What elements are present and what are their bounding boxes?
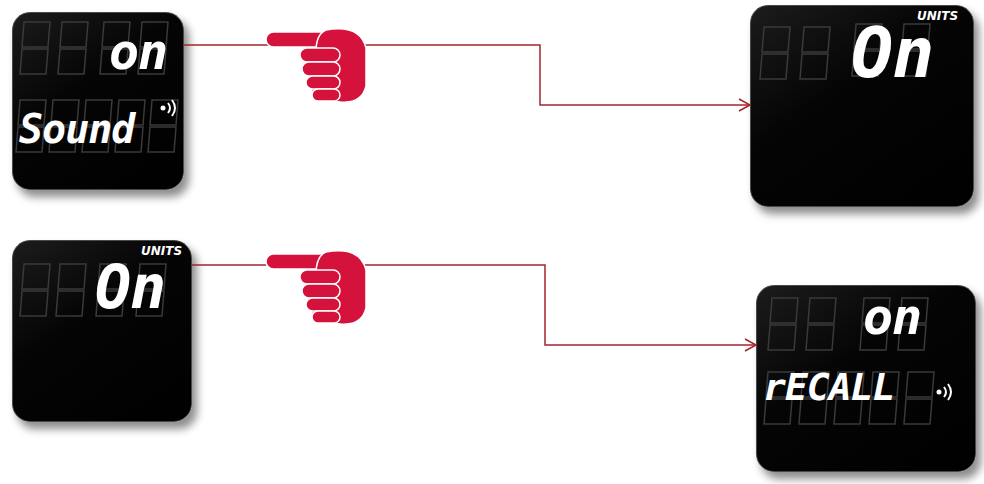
lcd-readout: Sound [19, 109, 134, 149]
lcd-display: onSound [12, 12, 184, 190]
flow-arrow [192, 265, 756, 345]
lcd-display: UNITSOn [750, 5, 974, 207]
lcd-display: UNITSOn [12, 240, 192, 422]
lcd-readout: on [109, 27, 167, 77]
units-label: UNITS [141, 245, 182, 257]
lcd-readout: rECALL [763, 368, 894, 406]
lcd-readout: on [863, 292, 921, 342]
flow-arrow [184, 45, 750, 105]
lcd-readout: On [95, 257, 165, 317]
lcd-readout: On [851, 18, 933, 88]
lcd-display: on rECALL [756, 285, 976, 472]
